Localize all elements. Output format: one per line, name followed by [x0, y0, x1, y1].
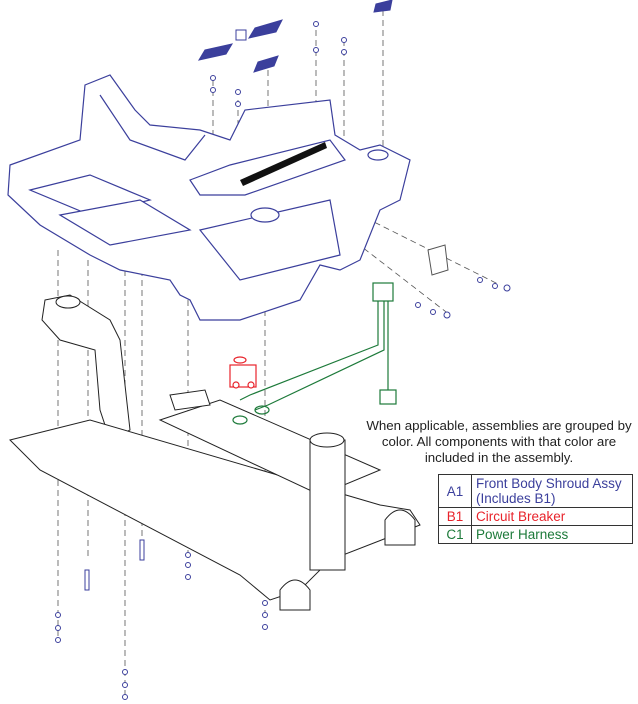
assembly-legend-table: A1 Front Body Shroud Assy (Includes B1) … [438, 474, 633, 544]
shroud-fasteners [55, 0, 511, 700]
legend-code: B1 [438, 507, 472, 526]
front-body-shroud [7, 74, 411, 321]
legend-row-b1: B1 Circuit Breaker [438, 507, 633, 526]
legend-code: C1 [438, 525, 472, 544]
legend-label: Power Harness [471, 525, 633, 544]
circuit-breaker [229, 356, 257, 389]
power-harness [232, 282, 397, 425]
connector-bracket [427, 244, 449, 276]
legend-label: Circuit Breaker [471, 507, 633, 526]
shroud-black-strips [240, 142, 327, 186]
assembly-color-note: When applicable, assemblies are grouped … [366, 418, 632, 465]
legend-label: Front Body Shroud Assy (Includes B1) [471, 474, 633, 508]
base-frame [9, 294, 421, 611]
legend-code: A1 [438, 474, 472, 508]
legend-row-a1: A1 Front Body Shroud Assy (Includes B1) [438, 474, 633, 508]
legend-row-c1: C1 Power Harness [438, 525, 633, 544]
